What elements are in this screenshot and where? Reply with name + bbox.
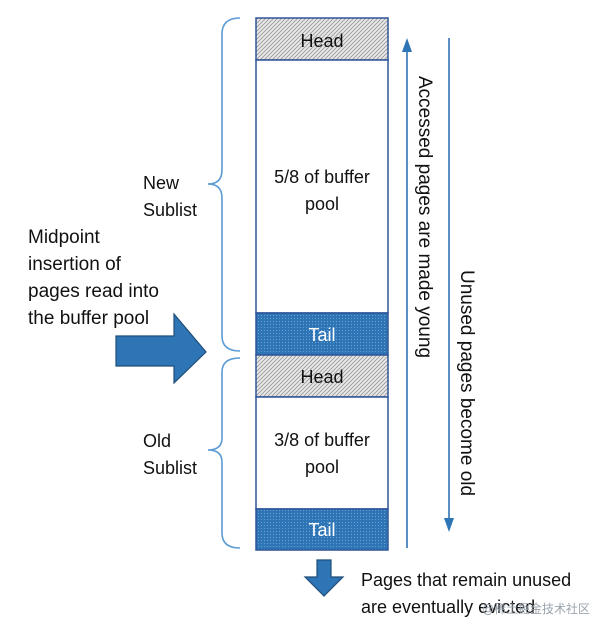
- unused-pages-label: Unused pages become old: [456, 270, 477, 496]
- old-sublist-label-line2: Sublist: [143, 458, 197, 478]
- old-sublist-body-line1: 3/8 of buffer: [274, 430, 370, 450]
- new-sublist-label-line2: Sublist: [143, 200, 197, 220]
- old-sublist-tail-cell: [255, 508, 389, 551]
- eviction-label-line1: Pages that remain unused: [361, 570, 571, 590]
- old-sublist-brace: [207, 357, 241, 549]
- accessed-pages-arrowhead: [402, 38, 412, 52]
- midpoint-insertion-arrow: [115, 312, 207, 385]
- new-sublist-body-line1: 5/8 of buffer: [274, 167, 370, 187]
- eviction-arrow: [303, 559, 345, 597]
- midpoint-insertion-label: Midpoint insertion of pages read into th…: [28, 227, 159, 329]
- unused-pages-arrowhead: [444, 518, 454, 532]
- svg-text:pages read into: pages read into: [28, 281, 159, 302]
- old-sublist-body-line2: pool: [305, 457, 339, 477]
- watermark: @稀土掘金技术社区: [482, 601, 590, 616]
- svg-text:insertion of: insertion of: [28, 254, 122, 275]
- new-sublist-body-line2: pool: [305, 194, 339, 214]
- new-sublist-tail-label: Tail: [308, 325, 335, 345]
- new-sublist-label-line1: New: [143, 173, 180, 193]
- new-sublist: Head 5/8 of buffer pool Tail: [255, 17, 389, 356]
- svg-text:Midpoint: Midpoint: [28, 227, 101, 248]
- old-sublist-head-label: Head: [300, 367, 343, 387]
- new-sublist-body-cell: [255, 59, 389, 314]
- old-sublist-head-cell: [255, 354, 389, 398]
- old-sublist-body-cell: [255, 396, 389, 510]
- svg-text:the buffer pool: the buffer pool: [28, 308, 149, 329]
- new-sublist-brace: [207, 17, 241, 352]
- eviction-label-line2: are eventually evicted: [361, 597, 535, 617]
- new-sublist-head-label: Head: [300, 31, 343, 51]
- old-sublist-label-line1: Old: [143, 431, 171, 451]
- old-sublist-tail-label: Tail: [308, 520, 335, 540]
- accessed-pages-label: Accessed pages are made young: [414, 76, 435, 358]
- new-sublist-head-cell: [255, 17, 389, 61]
- old-sublist: Head 3/8 of buffer pool Tail: [255, 354, 389, 551]
